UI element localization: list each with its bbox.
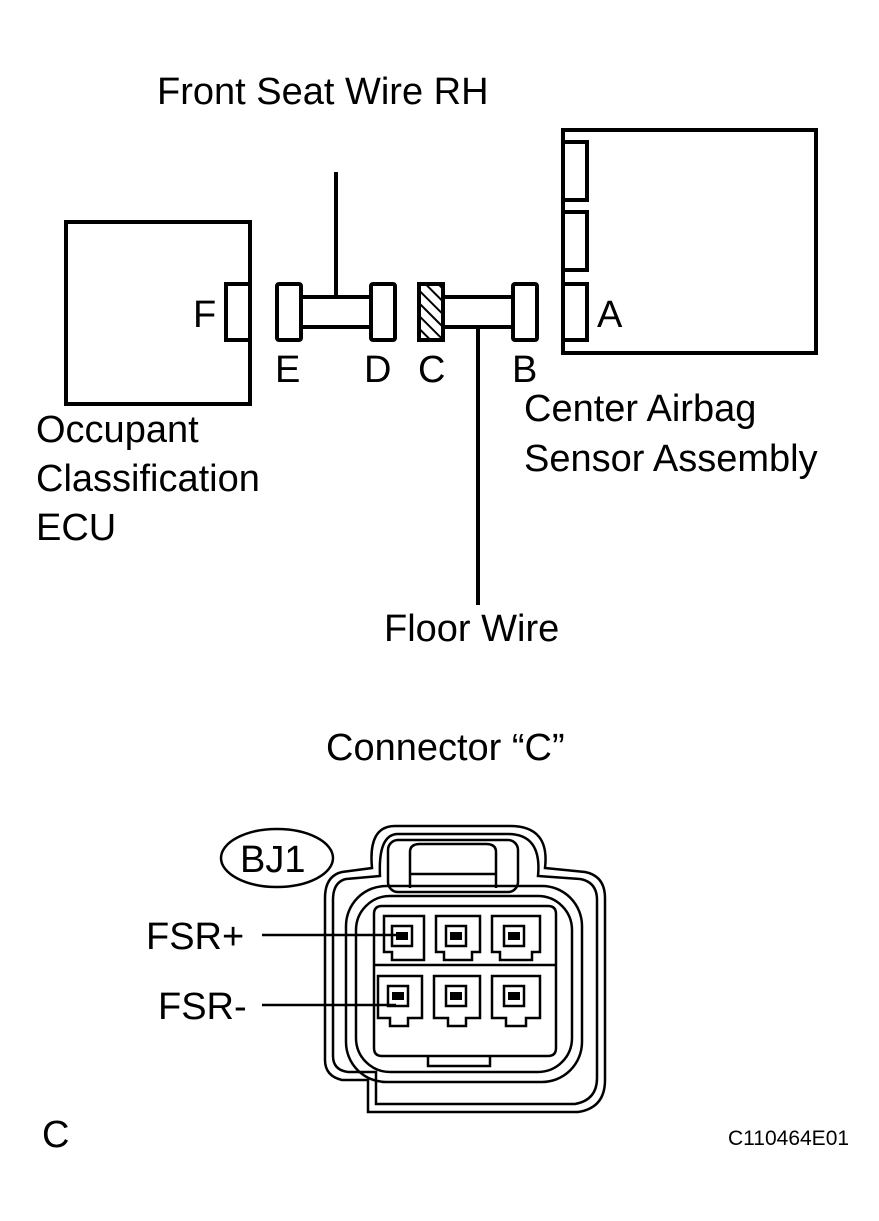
section-letter: C [42, 1114, 69, 1156]
center-airbag-label-line-1: Center Airbag [524, 388, 756, 430]
fsr-plus-label: FSR+ [146, 916, 244, 958]
occupant-ecu-label-line-1: Occupant [36, 409, 199, 451]
bj1-badge-label: BJ1 [240, 839, 305, 881]
connector-c-label: C [418, 349, 445, 391]
connector-c-title: Connector “C” [326, 727, 565, 769]
connector-b [511, 282, 539, 342]
front-seat-wire-harness [299, 295, 373, 329]
airbag-socket-2 [561, 210, 589, 272]
connector-c-face [323, 824, 607, 1114]
connector-d-label: D [364, 349, 391, 391]
occupant-ecu-box [64, 220, 252, 406]
occupant-ecu-label-line-3: ECU [36, 507, 116, 549]
center-airbag-label-line-2: Sensor Assembly [524, 438, 818, 480]
connector-d [369, 282, 397, 342]
figure-code: C110464E01 [728, 1127, 849, 1150]
airbag-socket-1 [561, 140, 589, 202]
connector-f-label: F [193, 294, 216, 336]
connector-c-hatched [417, 282, 445, 342]
connector-e-label: E [275, 349, 300, 391]
floor-wire-label: Floor Wire [384, 608, 559, 650]
connector-b-label: B [512, 349, 537, 391]
floor-wire-harness [441, 295, 515, 329]
connector-f-socket [224, 282, 252, 342]
occupant-ecu-label-line-2: Classification [36, 458, 260, 500]
fsr-minus-label: FSR- [158, 986, 247, 1028]
bj1-badge-outline [219, 827, 335, 889]
connector-a-label: A [597, 294, 623, 336]
front-seat-wire-label: Front Seat Wire RH [157, 71, 489, 113]
connector-a-socket [561, 282, 589, 342]
connector-e [275, 282, 303, 342]
